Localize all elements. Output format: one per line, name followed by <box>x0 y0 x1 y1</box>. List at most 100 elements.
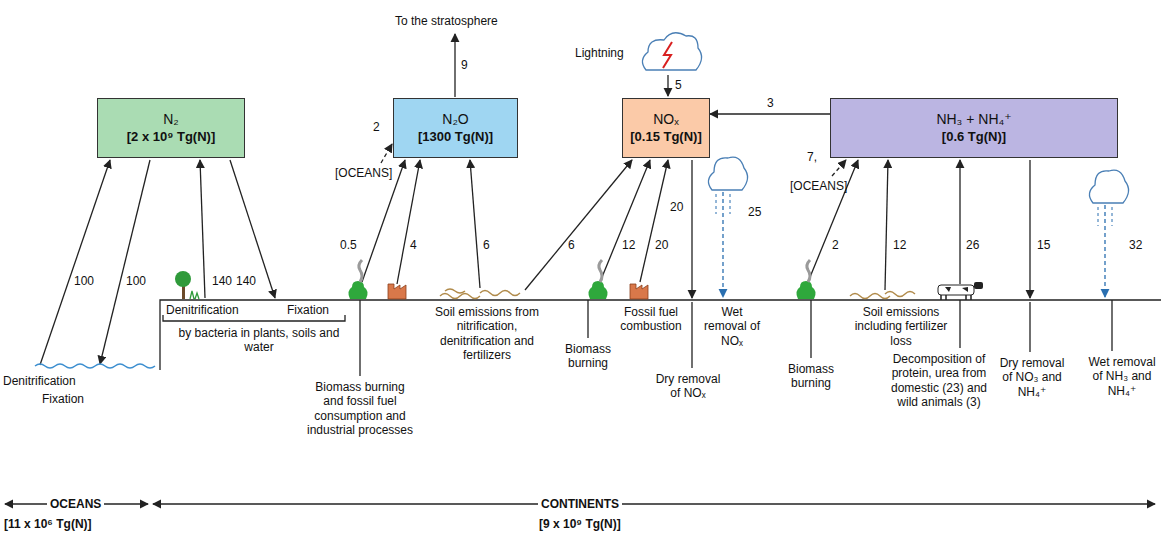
rain-cloud <box>708 157 747 297</box>
cow-icon <box>938 282 983 300</box>
range-arrow <box>153 503 1155 504</box>
tree-icon <box>175 271 199 299</box>
annotation: Soil emissions from nitrification, denit… <box>425 305 549 363</box>
annotation: Biomass burning <box>555 342 621 371</box>
pool-name: NOₓ <box>653 111 679 129</box>
flux-value: 7, <box>807 150 817 164</box>
flux-value: 4 <box>410 238 417 252</box>
annotation: Dry removal of NO₃ and NH₄⁺ <box>996 356 1068 399</box>
flux-value: 100 <box>74 274 94 288</box>
flux-arrow <box>40 160 110 365</box>
flux-value: 100 <box>126 274 146 288</box>
leader-line <box>1111 300 1112 351</box>
pool-size: [1300 Tg(N)] <box>418 129 493 145</box>
flux-value: 0.5 <box>340 238 357 252</box>
flux-arrow <box>885 160 888 290</box>
flux-value: 6 <box>568 238 575 252</box>
leader-line <box>959 300 960 348</box>
flux-arrow <box>381 144 392 163</box>
factory-icon <box>388 284 406 299</box>
flux-arrow <box>454 34 455 97</box>
flux-arrow <box>691 160 692 298</box>
annotation: [9 x 10⁹ Tg(N)] <box>539 517 621 531</box>
flux-value: 25 <box>748 205 761 219</box>
flux-value: 2 <box>832 238 839 252</box>
annotation: by bacteria in plants, soils and water <box>170 326 348 355</box>
pool-box: N₂[2 x 10⁹ Tg(N)] <box>97 98 245 158</box>
pool-name: N₂ <box>163 111 179 129</box>
flux-value: 3 <box>764 96 777 110</box>
annotation: Denitrification <box>166 303 239 317</box>
leader-line <box>587 300 588 338</box>
flux-value: 2 <box>373 120 380 134</box>
flux-arrow <box>525 160 632 290</box>
annotation: Wet removal of NOₓ <box>700 305 764 348</box>
flux-value: 20 <box>670 200 683 214</box>
factory-icon <box>630 284 648 299</box>
leader-line <box>691 302 692 368</box>
annotation: Fossil fuel combustion <box>620 305 682 334</box>
flux-value: 12 <box>622 238 635 252</box>
flux-arrow <box>230 160 275 298</box>
flux-value: 5 <box>675 78 682 92</box>
pool-box: NOₓ[0.15 Tg(N)] <box>622 98 710 158</box>
flux-arrow <box>710 113 830 114</box>
flux-arrow <box>470 160 480 288</box>
pool-box: NH₃ + NH₄⁺[0.6 Tg(N)] <box>830 98 1118 158</box>
pool-name: N₂O <box>442 111 468 129</box>
leader-line <box>1029 302 1030 352</box>
flux-value: 9 <box>461 58 468 72</box>
pool-name: NH₃ + NH₄⁺ <box>936 111 1011 129</box>
flux-value: 6 <box>483 238 490 252</box>
pool-size: [0.6 Tg(N)] <box>942 129 1006 145</box>
annotation: Dry removal of NOₓ <box>655 372 721 401</box>
flux-arrow <box>100 160 150 364</box>
flux-value: 20 <box>655 238 668 252</box>
pool-size: [2 x 10⁹ Tg(N)] <box>127 129 216 145</box>
leader-line <box>810 300 811 358</box>
annotation: [OCEANS] <box>335 166 392 180</box>
lightning-cloud <box>642 33 701 70</box>
biomass-icon <box>796 260 815 299</box>
ocean-surface <box>35 364 155 368</box>
flux-value: 140 <box>236 274 256 288</box>
annotation: Denitrification <box>3 374 76 388</box>
flux-value: 12 <box>893 238 906 252</box>
flux-arrow <box>397 160 420 284</box>
annotation: Wet removal of NH₃ and NH₄⁺ <box>1086 355 1158 398</box>
annotation: Soil emissions including fertilizer loss <box>852 305 950 348</box>
flux-arrow <box>667 75 668 96</box>
annotation: Fixation <box>42 392 84 406</box>
flux-value: 26 <box>966 238 979 252</box>
flux-arrow <box>959 160 960 284</box>
annotation: Fixation <box>287 303 329 317</box>
annotation: To the stratosphere <box>395 14 498 28</box>
soil-icon <box>850 292 915 299</box>
flux-value: 32 <box>1129 238 1142 252</box>
annotation: CONTINENTS <box>538 497 622 511</box>
pool-size: [0.15 Tg(N)] <box>630 129 702 145</box>
annotation: Biomass burning and fossil fuel consumpt… <box>305 380 415 438</box>
annotation: [OCEANS] <box>790 179 847 193</box>
soil-icon <box>440 289 520 299</box>
flux-arrow <box>1029 160 1030 298</box>
pool-box: N₂O[1300 Tg(N)] <box>393 98 518 158</box>
rain-cloud <box>1089 170 1128 297</box>
flux-value: 140 <box>212 274 232 288</box>
annotation: Biomass burning <box>778 362 844 391</box>
flux-arrow <box>832 160 846 176</box>
flux-arrow <box>600 160 650 282</box>
annotation: Decomposition of protein, urea from dome… <box>888 352 990 410</box>
annotation: [11 x 10⁶ Tg(N)] <box>4 517 92 531</box>
biomass-icon <box>348 260 367 299</box>
leader-line <box>359 300 360 376</box>
flux-arrow <box>808 160 858 282</box>
annotation: Lightning <box>575 46 624 60</box>
annotation: OCEANS <box>47 497 104 511</box>
flux-arrow <box>200 160 205 298</box>
flux-value: 15 <box>1037 238 1050 252</box>
flux-arrow <box>640 160 668 282</box>
biomass-icon <box>588 260 607 299</box>
